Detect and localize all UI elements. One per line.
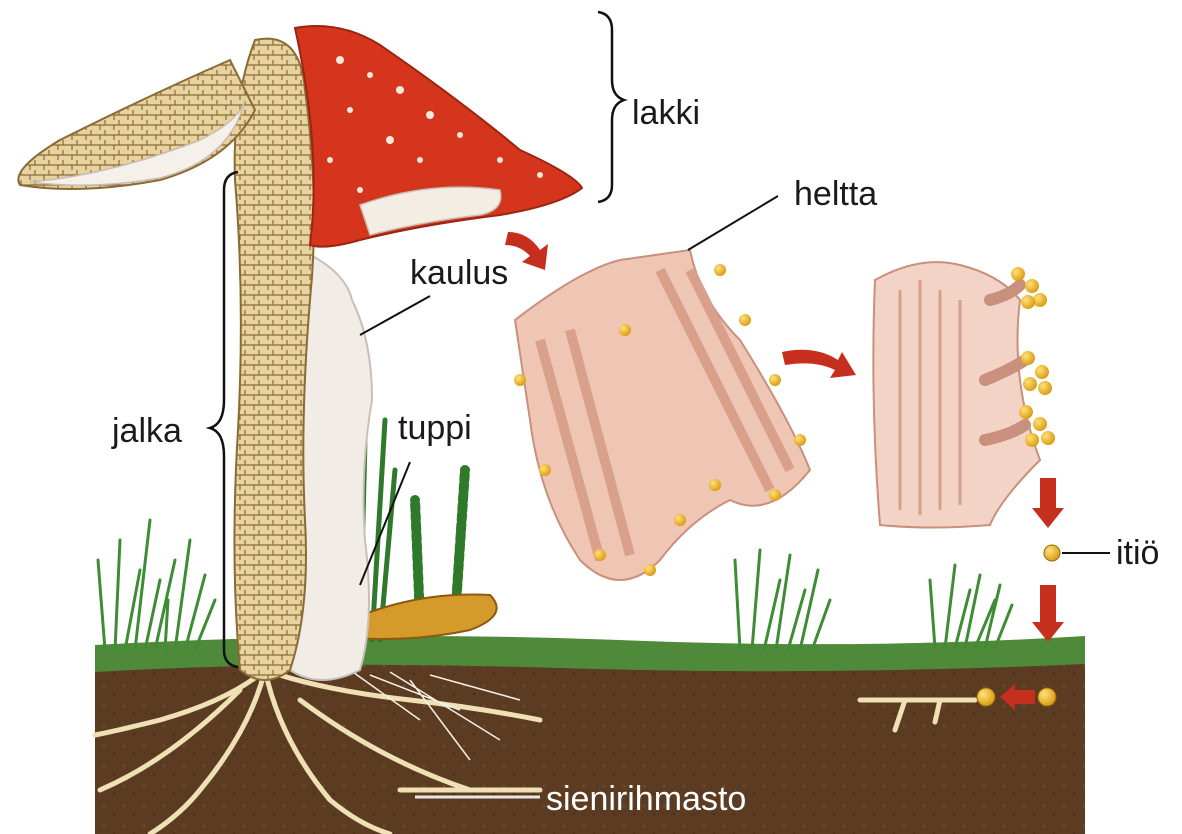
spore	[1044, 545, 1060, 561]
label-gill: heltta	[794, 177, 877, 211]
cap-brace	[598, 12, 624, 202]
stem	[234, 39, 314, 680]
label-stem: jalka	[112, 414, 182, 448]
label-cap: lakki	[632, 96, 700, 130]
spore-germinated	[1038, 688, 1056, 706]
label-ring: kaulus	[410, 256, 508, 290]
label-volva: tuppi	[398, 411, 472, 445]
spore-hypha-tip	[977, 688, 995, 706]
basidia-closeup	[873, 262, 1040, 527]
label-spore: itiö	[1116, 536, 1159, 570]
label-mycelium: sienirihmasto	[546, 782, 746, 816]
stem-brace	[210, 172, 238, 667]
gill-strips	[515, 250, 810, 580]
